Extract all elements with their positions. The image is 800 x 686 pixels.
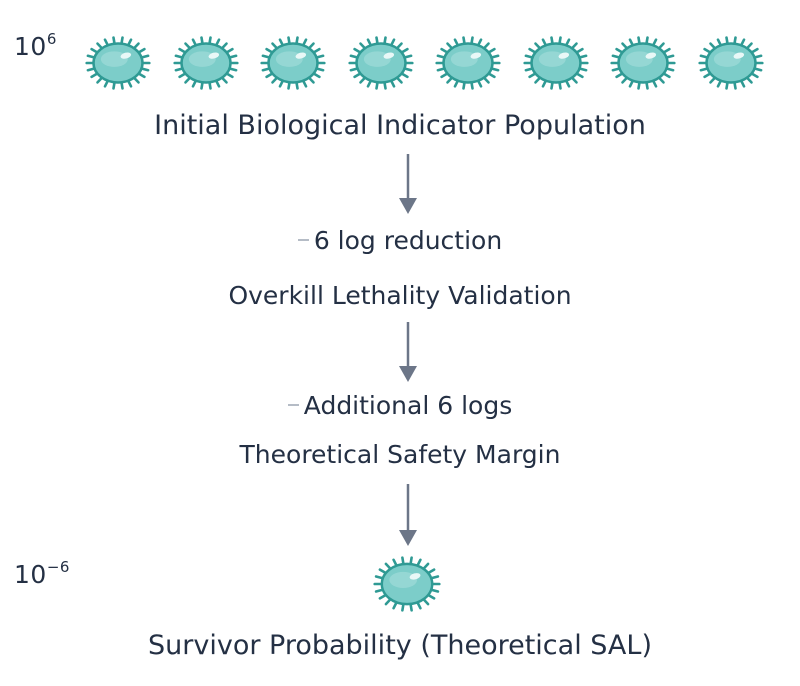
- down-arrow-icon: [399, 322, 417, 382]
- top-exponent: 106: [14, 30, 57, 62]
- step1-secondary: Overkill Lethality Validation: [228, 281, 572, 310]
- step2-primary: Additional 6 logs: [0, 391, 800, 420]
- step2-primary-text: Additional 6 logs: [303, 391, 513, 420]
- survivor-probability-label: Survivor Probability (Theoretical SAL): [148, 630, 652, 661]
- microbe-icon: [259, 36, 327, 94]
- initial-population-label: Initial Biological Indicator Population: [154, 110, 646, 141]
- microbe-icon: [434, 36, 502, 94]
- dash-mark: [287, 404, 299, 406]
- microbe-icon: [84, 36, 152, 94]
- top-exponent-power: 6: [46, 30, 57, 48]
- top-exponent-base: 10: [14, 32, 47, 61]
- bottom-exponent-base: 10: [14, 560, 47, 589]
- microbe-population-row: [84, 36, 774, 92]
- microbe-icon: [609, 36, 677, 94]
- survivor-microbe-icon: [372, 556, 442, 612]
- down-arrow-icon: [399, 484, 417, 546]
- microbe-icon: [697, 36, 765, 94]
- down-arrow-icon: [399, 154, 417, 214]
- bottom-exponent: 10−6: [14, 558, 70, 590]
- microbe-icon: [522, 36, 590, 94]
- microbe-icon: [172, 36, 240, 94]
- dash-mark: [297, 239, 309, 241]
- step1-primary-text: 6 log reduction: [313, 226, 503, 255]
- microbe-icon: [347, 36, 415, 94]
- step1-primary: 6 log reduction: [0, 226, 800, 255]
- bottom-exponent-power: −6: [46, 558, 70, 576]
- step2-secondary: Theoretical Safety Margin: [239, 440, 561, 469]
